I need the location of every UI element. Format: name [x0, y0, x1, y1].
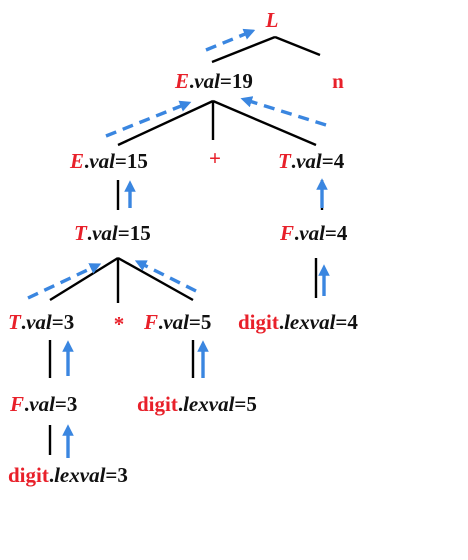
node-t-val-3: T.val=3 — [8, 310, 74, 334]
node-f-val-5: F.val=5 — [143, 310, 211, 334]
node-f-val-4: F.val=4 — [279, 221, 348, 245]
node-plus: + — [209, 146, 221, 170]
node-digit-lexval-3: digit.lexval=3 — [8, 463, 128, 487]
node-n: n — [332, 69, 344, 93]
node-l: L — [265, 8, 279, 32]
node-digit-lexval-5: digit.lexval=5 — [137, 392, 257, 416]
dashed-arrow-e15-to-e19 — [105, 100, 192, 138]
node-star: * — [114, 312, 125, 336]
node-t-val-15: T.val=15 — [74, 221, 151, 245]
node-t-val-4: T.val=4 — [278, 149, 345, 173]
node-f-val-3: F.val=3 — [9, 392, 77, 416]
attribute-flow-arrows — [27, 28, 330, 458]
edge-l-e19 — [211, 35, 276, 64]
edge-t15-t3 — [49, 256, 119, 302]
edge-t15-f5 — [117, 256, 194, 302]
node-labels: L n E.val=19 E.val=15 + T.val=4 T.val=15… — [8, 8, 358, 487]
tree-edges — [48, 35, 324, 455]
edge-e19-t4 — [212, 99, 317, 147]
node-digit-lexval-4: digit.lexval=4 — [238, 310, 358, 334]
edge-e19-e15 — [117, 99, 214, 147]
dashed-arrow-t3-to-t15 — [27, 263, 102, 300]
dashed-arrow-e19-to-l — [205, 28, 256, 52]
node-e-val-19: E.val=19 — [174, 69, 253, 93]
node-e-val-15: E.val=15 — [69, 149, 148, 173]
edge-l-n — [274, 35, 321, 57]
dashed-arrow-t4-to-e19 — [240, 96, 327, 127]
dashed-arrow-f5-to-t15 — [134, 260, 197, 293]
